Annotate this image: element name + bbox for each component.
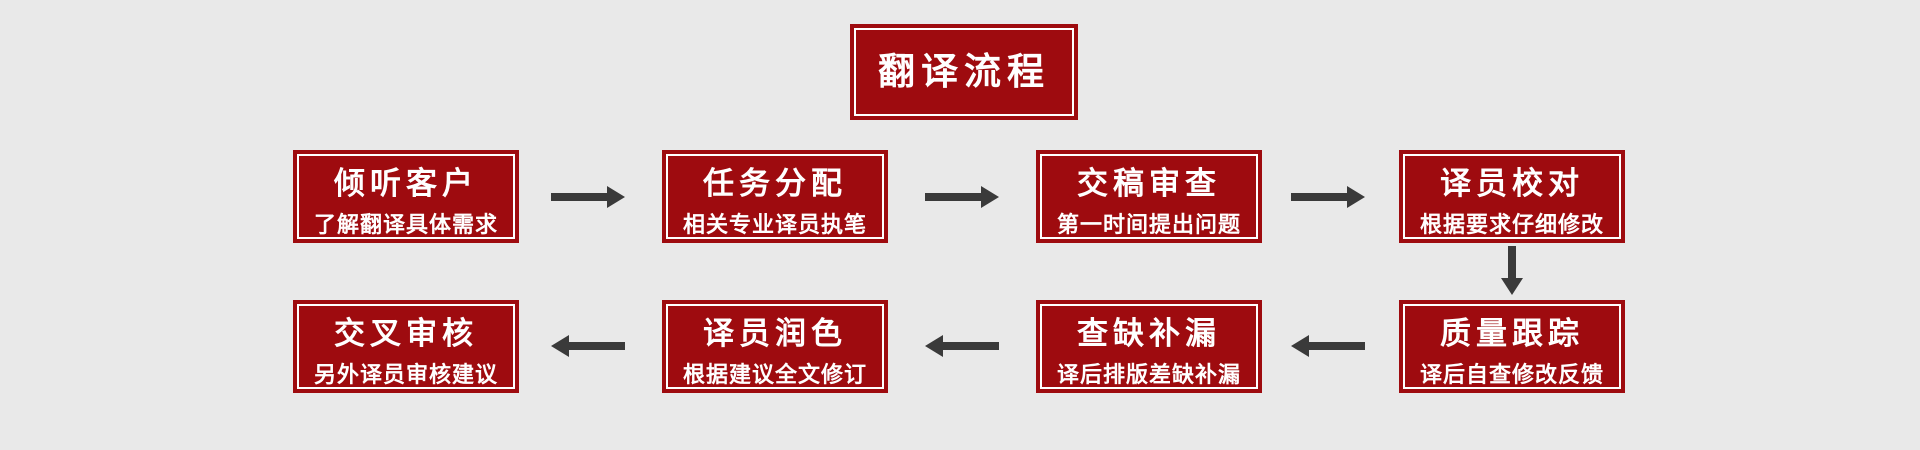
step-subtitle: 另外译员审核建议 <box>313 362 498 387</box>
flowchart-title-box: 翻译流程 <box>850 24 1078 120</box>
step-box-gap-filling: 查缺补漏 译后排版差缺补漏 <box>1036 300 1262 393</box>
step-title: 交稿审查 <box>1077 166 1221 201</box>
arrow-left-icon <box>925 335 999 357</box>
arrow-left-icon <box>551 335 625 357</box>
step-box-draft-review: 交稿审查 第一时间提出问题 <box>1036 150 1262 243</box>
step-box-cross-review: 交叉审核 另外译员审核建议 <box>293 300 519 393</box>
step-subtitle: 译后排版差缺补漏 <box>1056 362 1241 387</box>
step-title: 倾听客户 <box>334 166 478 201</box>
flowchart-title: 翻译流程 <box>878 51 1050 92</box>
step-title: 查缺补漏 <box>1077 316 1221 351</box>
step-title: 交叉审核 <box>334 316 478 351</box>
arrow-right-icon <box>551 186 625 208</box>
step-subtitle: 根据建议全文修订 <box>682 362 867 387</box>
step-subtitle: 根据要求仔细修改 <box>1419 212 1604 237</box>
arrow-right-icon <box>1291 186 1365 208</box>
step-box-quality-tracking: 质量跟踪 译后自查修改反馈 <box>1399 300 1625 393</box>
step-subtitle: 译后自查修改反馈 <box>1419 362 1604 387</box>
step-title: 译员润色 <box>703 316 847 351</box>
step-subtitle: 了解翻译具体需求 <box>313 212 498 237</box>
arrow-down-icon <box>1501 246 1523 295</box>
step-box-task-assignment: 任务分配 相关专业译员执笔 <box>662 150 888 243</box>
step-subtitle: 相关专业译员执笔 <box>682 212 867 237</box>
step-title: 质量跟踪 <box>1440 316 1584 351</box>
step-box-polishing: 译员润色 根据建议全文修订 <box>662 300 888 393</box>
step-box-proofreading: 译员校对 根据要求仔细修改 <box>1399 150 1625 243</box>
step-box-listen-customer: 倾听客户 了解翻译具体需求 <box>293 150 519 243</box>
arrow-left-icon <box>1291 335 1365 357</box>
arrow-right-icon <box>925 186 999 208</box>
step-title: 译员校对 <box>1440 166 1584 201</box>
step-title: 任务分配 <box>703 166 847 201</box>
step-subtitle: 第一时间提出问题 <box>1056 212 1241 237</box>
